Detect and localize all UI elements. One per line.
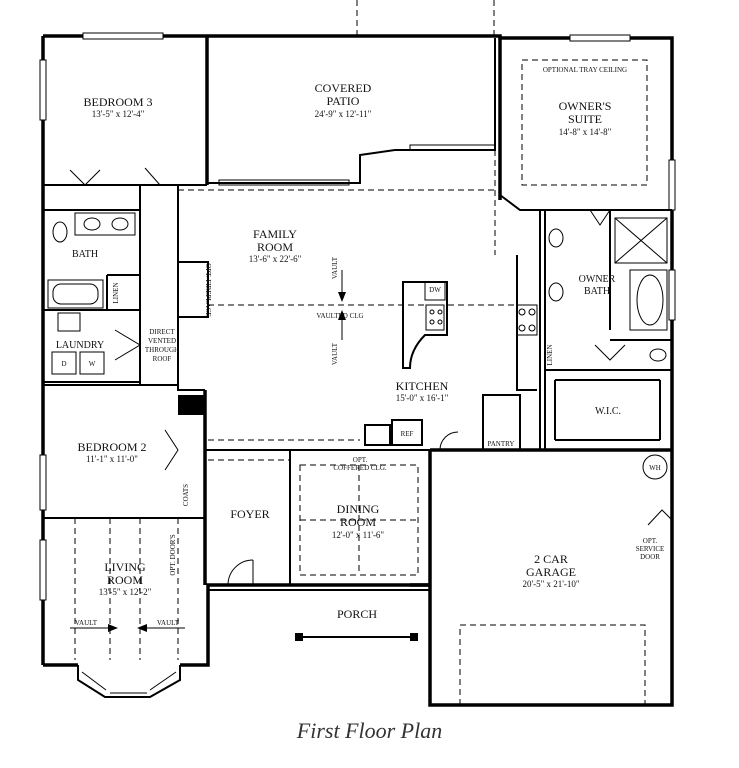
service-door-l2: SERVICE	[636, 545, 665, 553]
vent-l3: THROUGH	[145, 346, 179, 354]
range	[516, 304, 538, 336]
patio-name1: COVERED	[315, 81, 372, 95]
patio-name2: PATIO	[327, 94, 360, 108]
linen1-label: LINEN	[112, 283, 120, 304]
living-name1: LIVING	[104, 560, 146, 574]
wic-label: W.I.C.	[595, 406, 621, 417]
foyer-label: FOYER	[230, 507, 269, 521]
ref-label: REF	[401, 430, 414, 438]
dining-name2: ROOM	[340, 515, 376, 529]
living-vault-right: VAULT	[157, 619, 180, 627]
living-vault-left: VAULT	[75, 619, 98, 627]
owners-name2: SUITE	[568, 112, 602, 126]
owners-size: 14'-8" x 14'-8"	[559, 127, 612, 137]
laundry-name: LAUNDRY	[56, 340, 104, 351]
bedroom2-name: BEDROOM 2	[77, 440, 146, 454]
service-door-l3: DOOR	[640, 553, 660, 561]
porch-label: PORCH	[337, 607, 377, 621]
patio-roof-extension	[356, 0, 495, 36]
bay-window	[77, 665, 181, 698]
garage-name1: 2 CAR	[534, 552, 568, 566]
dryer-label: D	[61, 360, 66, 368]
garage-size: 20'-5" x 21'-10"	[522, 579, 579, 589]
pantry-label: PANTRY	[488, 440, 515, 448]
vault-lower: VAULT	[331, 342, 339, 365]
family-name2: ROOM	[257, 240, 293, 254]
vent-l4: ROOF	[153, 355, 172, 363]
patio-size: 24'-9" x 12'-11"	[315, 109, 372, 119]
coffered-l2: COFFERED CLG.	[333, 464, 387, 472]
bedroom3-name: BEDROOM 3	[83, 95, 152, 109]
bath-name: BATH	[72, 249, 98, 260]
owner-bath-name2: BATH	[584, 286, 610, 297]
dining-name1: DINING	[337, 502, 380, 516]
dw-label: DW	[429, 286, 441, 294]
vent-l1: DIRECT	[149, 328, 175, 336]
coats-label: COATS	[182, 484, 190, 506]
dining-size: 12'-0" x 11'-6"	[332, 530, 385, 540]
kitchen-island	[402, 281, 448, 369]
tray-note: OPTIONAL TRAY CEILING	[543, 66, 627, 74]
kitchen-name: KITCHEN	[396, 379, 449, 393]
bedroom3-size: 13'-5" x 12'-4"	[92, 109, 145, 119]
vaulted-clg: VAULTED CLG	[316, 312, 363, 320]
opt-doors-label: OPT. DOOR'S	[169, 534, 177, 575]
interior-walls	[43, 36, 672, 641]
family-size: 13'-6" x 22'-6"	[249, 254, 302, 264]
owners-name1: OWNER'S	[559, 99, 612, 113]
owner-bath-name1: OWNER	[579, 274, 616, 285]
room-labels: BEDROOM 3 13'-5" x 12'-4" COVERED PATIO …	[56, 66, 664, 627]
linen2-label: LINEN	[546, 345, 554, 366]
living-size: 13'-5" x 12'-2"	[99, 587, 152, 597]
garage-name2: GARAGE	[526, 565, 576, 579]
wh-label: WH	[649, 464, 661, 472]
bedroom2-size: 11'-1" x 11'-0"	[86, 454, 138, 464]
ceiling-lines	[74, 59, 648, 706]
family-name1: FAMILY	[253, 227, 297, 241]
service-door-l1: OPT.	[643, 537, 658, 545]
vault-arrows	[70, 270, 346, 632]
fixtures	[47, 167, 673, 586]
living-name2: ROOM	[107, 573, 143, 587]
plan-caption: First Floor Plan	[296, 718, 443, 743]
kitchen-size: 15'-0" x 16'-1"	[396, 393, 449, 403]
washer-label: W	[89, 360, 96, 368]
fireplace-label: OPT. FIREPLACE	[204, 263, 212, 317]
vault-upper: VAULT	[331, 256, 339, 279]
vent-l2: VENTED	[148, 337, 176, 345]
coffered-l1: OPT.	[353, 456, 368, 464]
